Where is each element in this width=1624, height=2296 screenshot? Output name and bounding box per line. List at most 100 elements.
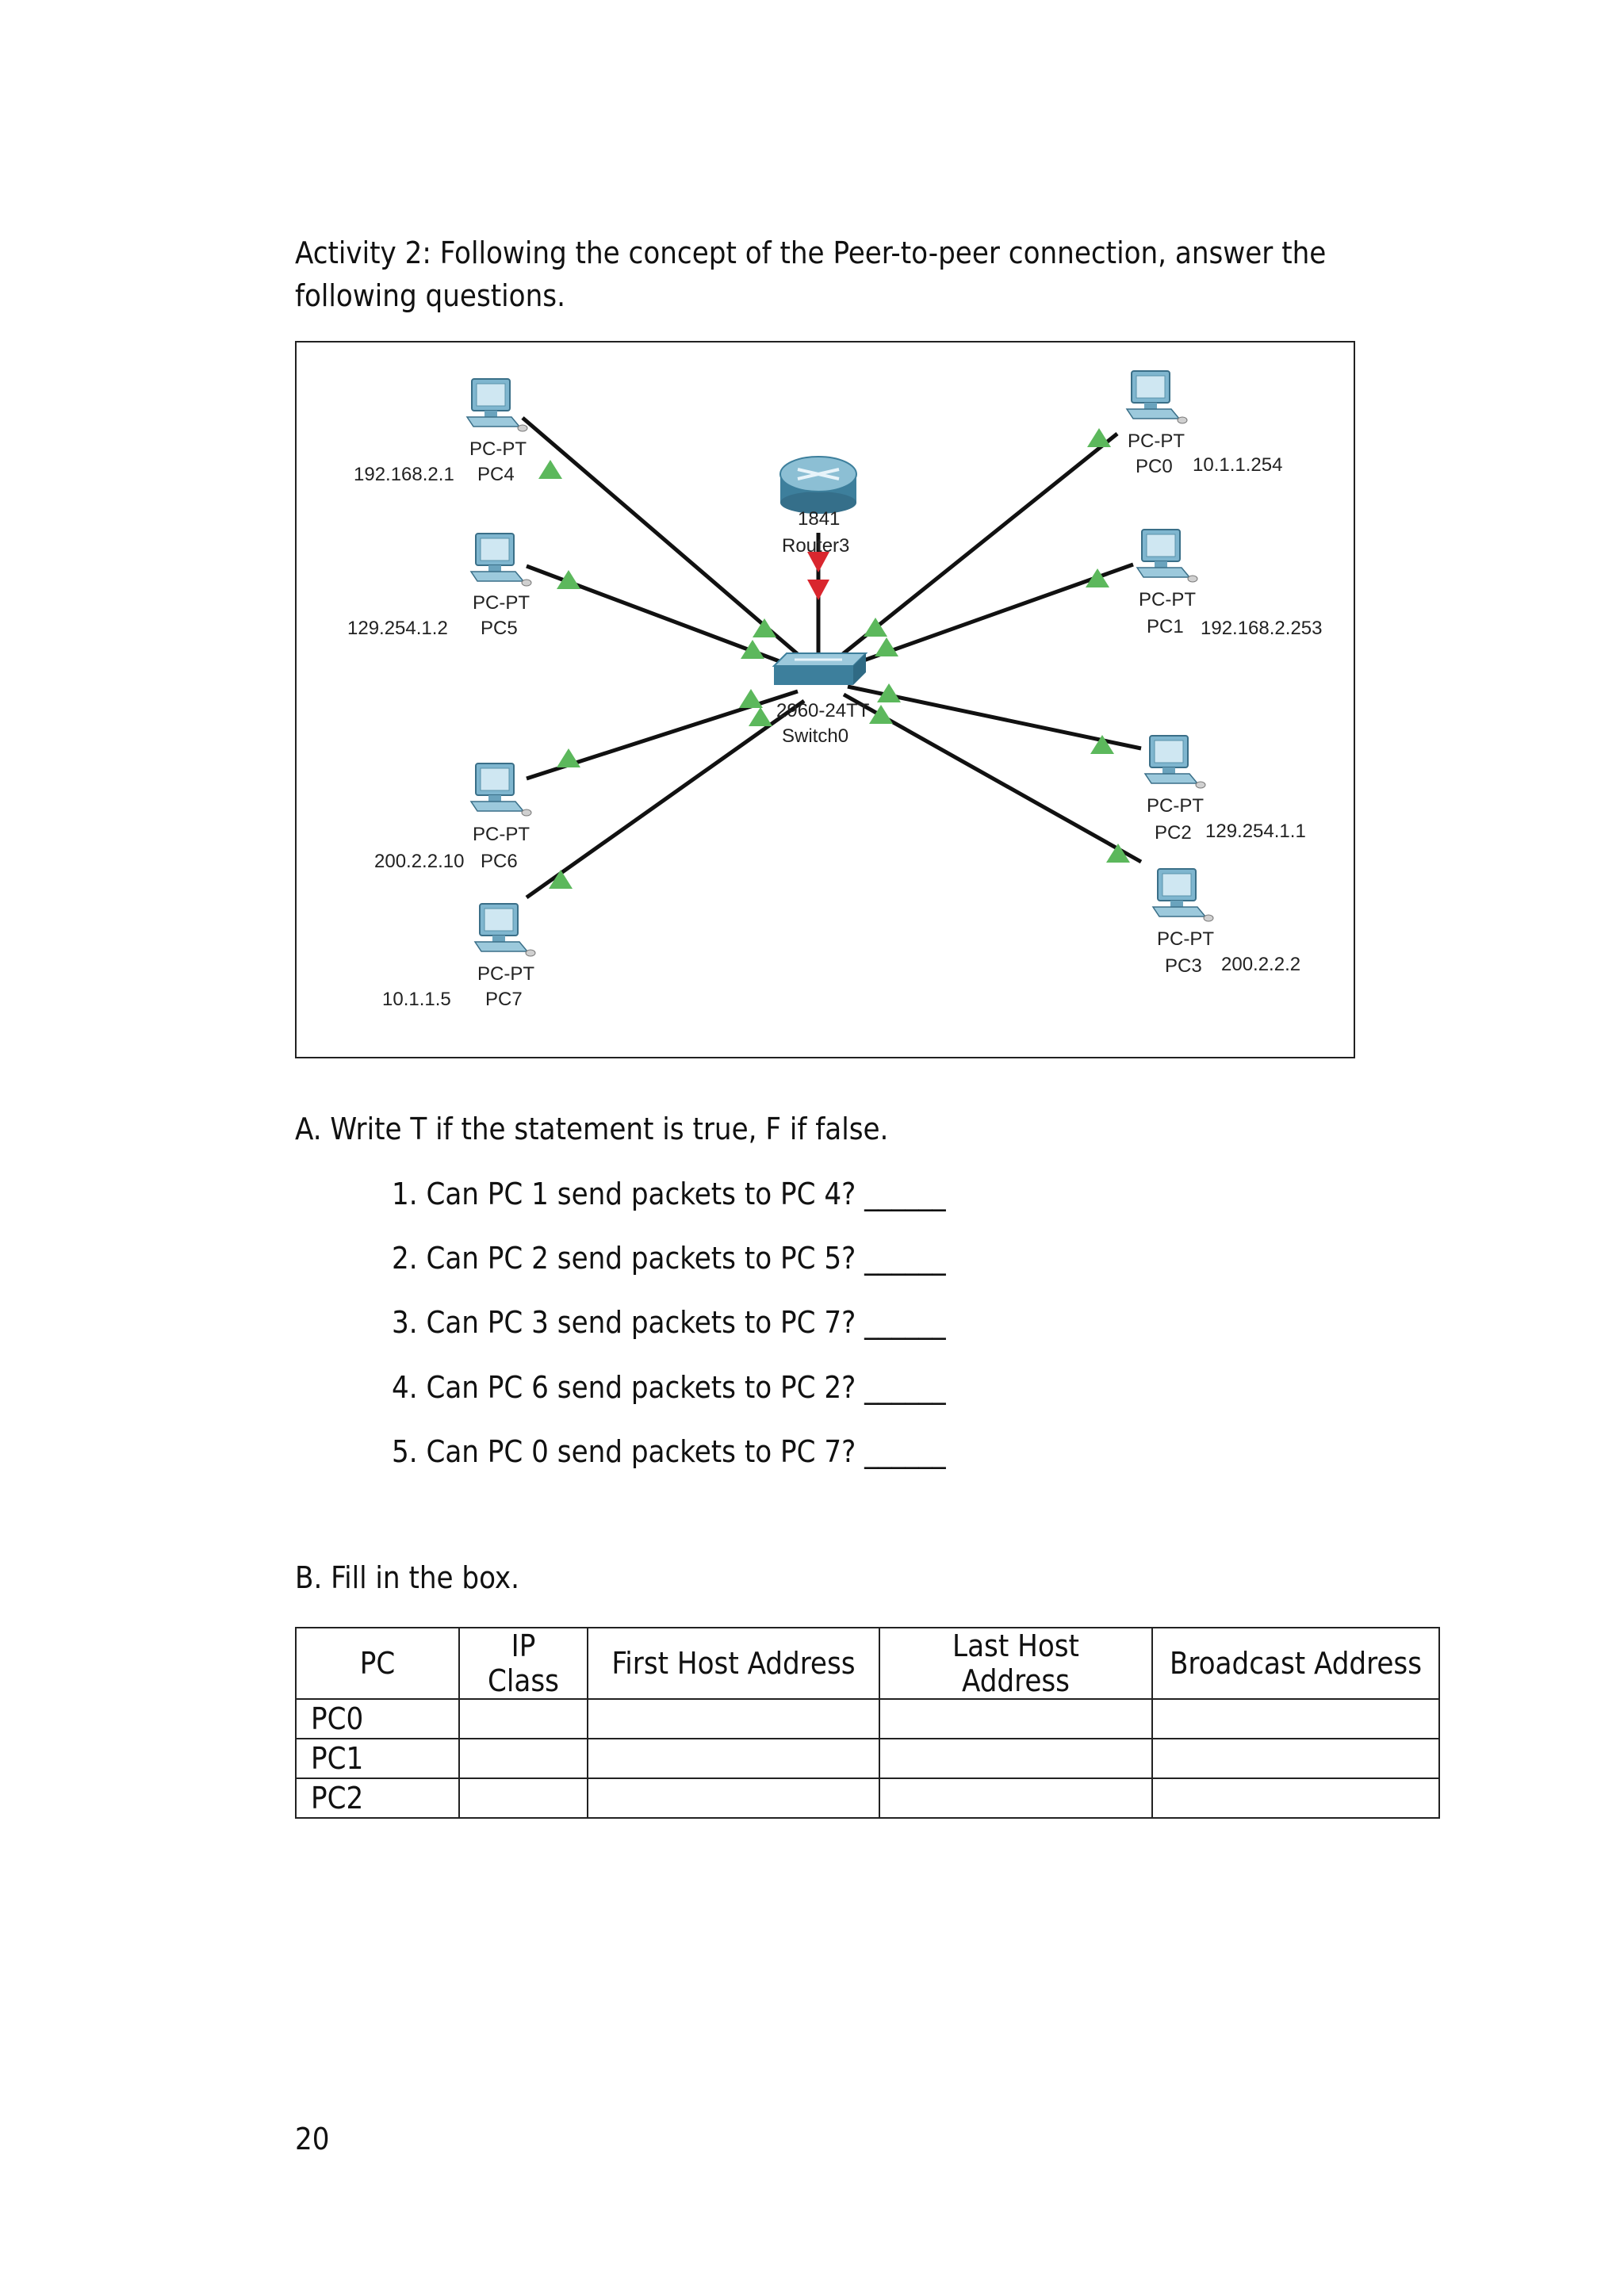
- question-1: 1. Can PC 1 send packets to PC 4? ______: [392, 1177, 946, 1211]
- pc0-icon[interactable]: [1126, 370, 1188, 424]
- col-header-ip-class: IP Class: [458, 1627, 588, 1700]
- router-model: 1841: [798, 508, 840, 530]
- link-pc3: [842, 692, 1143, 864]
- col-header-last-host: Last Host Address: [879, 1627, 1153, 1700]
- pc4-ip: 192.168.2.1: [354, 464, 454, 485]
- link-pc7: [525, 698, 806, 900]
- question-5: 5. Can PC 0 send packets to PC 7? ______: [392, 1434, 946, 1469]
- pc5-icon[interactable]: [470, 533, 532, 587]
- pc6-type: PC-PT: [473, 824, 530, 845]
- page-number: 20: [295, 2122, 330, 2156]
- pc7-icon[interactable]: [474, 903, 536, 957]
- cell-ip-class[interactable]: [458, 1738, 588, 1779]
- status-up-pc4: [538, 460, 562, 479]
- status-down-router-1: [807, 552, 829, 572]
- status-up-pc7-sw: [749, 707, 772, 726]
- pc0-ip: 10.1.1.254: [1193, 454, 1282, 476]
- cell-ip-class[interactable]: [458, 1698, 588, 1739]
- row-label-pc1: PC1: [295, 1738, 460, 1779]
- cell-first-host[interactable]: [587, 1777, 880, 1819]
- pc4[interactable]: PC-PT PC4 192.168.2.1: [354, 378, 528, 485]
- cell-last-host[interactable]: [879, 1738, 1153, 1779]
- status-up-pc1-sw: [875, 637, 898, 656]
- status-up-pc0: [1087, 428, 1111, 447]
- router-link-status: [807, 552, 829, 600]
- pc3[interactable]: PC-PT PC3 200.2.2.2: [1152, 868, 1300, 977]
- pc5[interactable]: PC-PT PC5 129.254.1.2: [347, 533, 532, 639]
- pc7-name: PC7: [485, 989, 523, 1010]
- pc5-type: PC-PT: [473, 592, 530, 614]
- table-row: PC2: [295, 1777, 1440, 1819]
- switch-icon[interactable]: [772, 652, 868, 685]
- status-up-pc7: [549, 870, 573, 889]
- status-up-pc3: [1106, 844, 1130, 863]
- cell-broadcast[interactable]: [1151, 1777, 1440, 1819]
- switch-name: Switch0: [782, 725, 848, 747]
- pc2[interactable]: PC-PT PC2 129.254.1.1: [1144, 735, 1306, 844]
- pc5-ip: 129.254.1.2: [347, 618, 448, 639]
- pc1-type: PC-PT: [1139, 589, 1196, 610]
- pc7-type: PC-PT: [477, 963, 534, 985]
- pc7[interactable]: PC-PT PC7 10.1.1.5: [382, 903, 536, 1010]
- pc0-name: PC0: [1136, 456, 1173, 477]
- switch-model: 2960-24TT: [776, 700, 870, 721]
- pc4-name: PC4: [477, 464, 515, 485]
- section-b-heading: B. Fill in the box.: [295, 1560, 519, 1595]
- topology-svg: 1841 Router3 2960-24TT Switch0 PC-PT PC4…: [347, 370, 1322, 1010]
- pc3-icon[interactable]: [1152, 868, 1214, 922]
- pc3-type: PC-PT: [1157, 928, 1214, 950]
- status-up-pc1: [1086, 568, 1109, 587]
- cell-ip-class[interactable]: [458, 1777, 588, 1819]
- pc4-type: PC-PT: [469, 438, 527, 460]
- pc5-name: PC5: [481, 618, 518, 639]
- col-header-first-host: First Host Address: [587, 1627, 880, 1700]
- cell-first-host[interactable]: [587, 1698, 880, 1739]
- pc1[interactable]: PC-PT PC1 192.168.2.253: [1136, 529, 1322, 639]
- router-name: Router3: [782, 535, 849, 557]
- link-status-indicators: [538, 428, 1130, 889]
- status-up-pc0-sw: [864, 618, 887, 637]
- question-4: 4. Can PC 6 send packets to PC 2? ______: [392, 1370, 946, 1405]
- table-header-row: PC IP Class First Host Address Last Host…: [295, 1627, 1440, 1700]
- activity-title: Activity 2: Following the concept of the…: [295, 235, 1327, 313]
- pc2-icon[interactable]: [1144, 735, 1206, 789]
- pc4-icon[interactable]: [466, 378, 528, 432]
- cell-last-host[interactable]: [879, 1777, 1153, 1819]
- pc1-name: PC1: [1147, 616, 1184, 637]
- question-3: 3. Can PC 3 send packets to PC 7? ______: [392, 1305, 946, 1340]
- cell-broadcast[interactable]: [1151, 1698, 1440, 1739]
- link-pc4: [521, 416, 806, 661]
- pc6-name: PC6: [481, 851, 518, 872]
- network-diagram: 1841 Router3 2960-24TT Switch0 PC-PT PC4…: [295, 341, 1355, 1058]
- pc2-ip: 129.254.1.1: [1205, 821, 1306, 842]
- link-pc0: [834, 432, 1119, 661]
- cell-broadcast[interactable]: [1151, 1738, 1440, 1779]
- pc6-icon[interactable]: [470, 763, 532, 817]
- col-header-broadcast: Broadcast Address: [1151, 1627, 1440, 1700]
- status-up-pc4-sw: [753, 618, 776, 637]
- pc6-ip: 200.2.2.10: [374, 851, 464, 872]
- row-label-pc0: PC0: [295, 1698, 460, 1739]
- address-table: PC IP Class First Host Address Last Host…: [295, 1627, 1440, 1819]
- pc3-ip: 200.2.2.2: [1221, 954, 1300, 975]
- cell-last-host[interactable]: [879, 1698, 1153, 1739]
- pc2-type: PC-PT: [1147, 795, 1204, 817]
- table-row: PC0: [295, 1698, 1440, 1739]
- pc1-ip: 192.168.2.253: [1201, 618, 1322, 639]
- status-up-pc6-sw: [739, 689, 763, 708]
- pc1-icon[interactable]: [1136, 529, 1198, 583]
- pc0[interactable]: PC-PT PC0 10.1.1.254: [1126, 370, 1282, 477]
- status-down-router-2: [807, 580, 829, 600]
- pc2-name: PC2: [1155, 822, 1192, 844]
- cell-first-host[interactable]: [587, 1738, 880, 1779]
- status-up-pc3-sw: [869, 705, 893, 724]
- status-up-pc5: [557, 570, 580, 589]
- pc3-name: PC3: [1165, 955, 1202, 977]
- pc0-type: PC-PT: [1128, 430, 1185, 452]
- router-icon[interactable]: [779, 456, 857, 514]
- pc6[interactable]: PC-PT PC6 200.2.2.10: [374, 763, 532, 872]
- pc7-ip: 10.1.1.5: [382, 989, 451, 1010]
- status-up-pc2: [1090, 735, 1114, 754]
- col-header-pc: PC: [295, 1627, 460, 1700]
- status-up-pc5-sw: [741, 640, 764, 659]
